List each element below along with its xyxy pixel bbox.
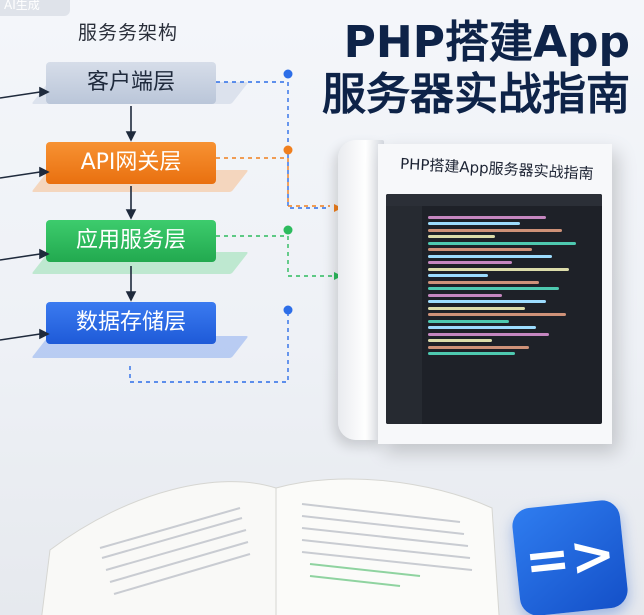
layer-api-gateway-label: API网关层 xyxy=(80,150,182,175)
headline-line-1: PHP搭建App xyxy=(343,17,630,68)
layer-data-storage-label: 数据存储层 xyxy=(75,310,186,335)
connector-data xyxy=(129,311,289,383)
code-editor-illustration xyxy=(386,194,602,424)
editor-sidebar xyxy=(386,206,422,424)
layer-client: 客户端层 xyxy=(46,62,216,104)
connector-app xyxy=(216,235,340,277)
book-cover: PHP搭建App服务器实战指南 xyxy=(378,144,612,444)
book-cover-title: PHP搭建App服务器实战指南 xyxy=(399,154,595,183)
headline-line-2: 服务器实战指南 xyxy=(322,69,630,120)
layer-data-storage: 数据存储层 xyxy=(46,302,216,344)
code-arrow-icon: => xyxy=(510,498,630,615)
book-spine xyxy=(338,140,384,440)
editor-tabbar xyxy=(386,194,602,206)
down-arrows xyxy=(125,106,137,302)
connector-client xyxy=(216,81,330,209)
layer-client-label: 客户端层 xyxy=(86,70,175,95)
architecture-title: 服务务架构 xyxy=(78,22,179,44)
left-arrows xyxy=(0,86,50,341)
layer-app-service-label: 应用服务层 xyxy=(75,228,186,253)
layer-api-gateway: API网关层 xyxy=(46,142,216,184)
connector-gateway xyxy=(216,157,330,207)
layer-app-service: 应用服务层 xyxy=(46,220,216,262)
editor-code xyxy=(428,212,596,418)
open-book xyxy=(41,478,500,615)
ai-generated-badge: AI生成 xyxy=(0,0,70,16)
